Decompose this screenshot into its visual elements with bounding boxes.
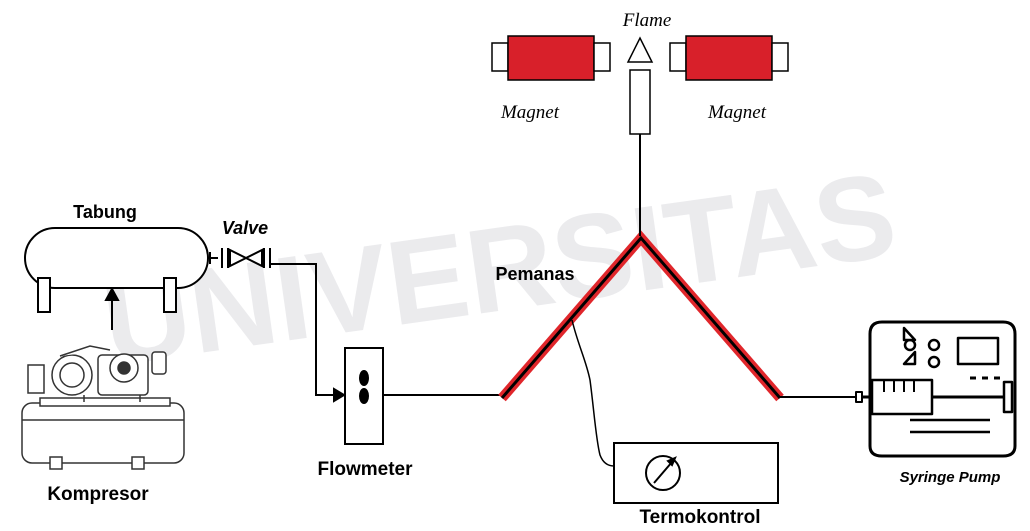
pemanas-label: Pemanas (495, 264, 574, 284)
tabung-tank (24, 227, 209, 313)
valve-to-flowmeter-pipe (270, 263, 346, 403)
syringe-pump-label: Syringe Pump (900, 469, 1001, 486)
magnet-right-label: Magnet (707, 102, 767, 123)
magnet-left (491, 35, 611, 81)
termokontrol-label: Termokontrol (639, 507, 760, 528)
flowmeter-label: Flowmeter (317, 459, 413, 480)
termokontrol-device (613, 442, 779, 504)
valve-symbol (221, 248, 271, 268)
magnet-left-label: Magnet (500, 102, 560, 123)
magnet-right (669, 35, 789, 81)
kompresor-label: Kompresor (47, 484, 149, 505)
syringe-pump-device (855, 320, 1017, 458)
flame-label: Flame (622, 10, 672, 31)
compressor-to-tank-arrow (104, 286, 120, 330)
tabung-label: Tabung (73, 202, 137, 222)
pemanas-heater (498, 230, 784, 402)
thermocouple-wire (571, 319, 615, 467)
valve-label: Valve (222, 218, 268, 238)
compressor-illustration (21, 345, 185, 470)
tank-to-valve-pipe (208, 252, 218, 264)
flowmeter-device (344, 347, 384, 445)
burner-nozzle (626, 36, 654, 135)
